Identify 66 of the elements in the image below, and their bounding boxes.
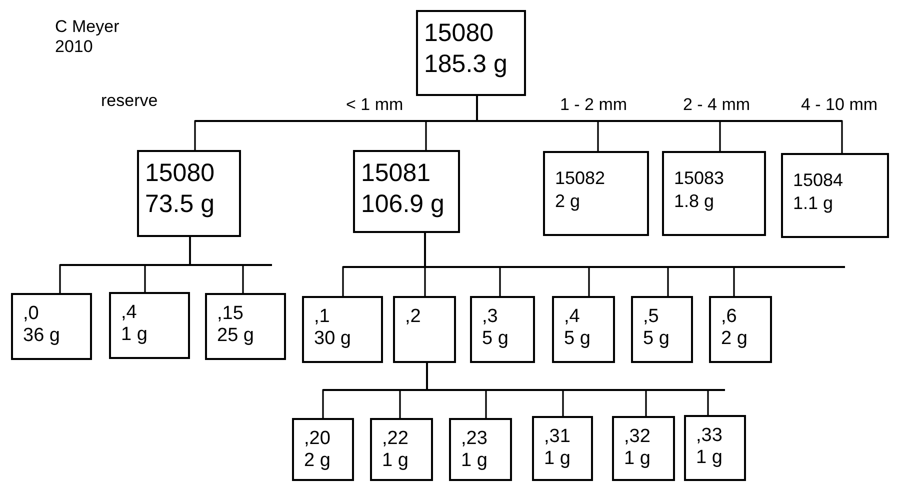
sample-number: ,0 (23, 303, 39, 325)
sample-box (353, 150, 460, 233)
sample-box (470, 296, 535, 363)
sample-number: ,31 (544, 426, 570, 448)
sample-mass: 5 g (482, 328, 508, 350)
sample-box (543, 151, 649, 236)
sample-number: 15084 (793, 169, 844, 192)
sample-number: 15080 (145, 158, 215, 189)
sample-box (612, 416, 675, 481)
author-note: C Meyer 2010 (55, 17, 120, 57)
sample-box (393, 296, 456, 363)
sample-mass: 1 g (382, 450, 408, 472)
sample-mass: 2 g (555, 190, 580, 213)
connector-line (424, 233, 735, 296)
sample-box (416, 10, 526, 96)
sample-box (205, 293, 286, 360)
sample-mass: 36 g (23, 325, 60, 347)
sample-number: 15081 (361, 158, 431, 189)
sample-number: ,32 (624, 426, 650, 448)
sample-mass: 25 g (217, 325, 254, 347)
sample-box (11, 293, 92, 360)
sample-mass: 1.1 g (793, 192, 834, 215)
sample-number: ,33 (696, 425, 722, 447)
sample-number: ,4 (564, 306, 580, 328)
sample-mass: 1 g (121, 324, 148, 346)
sample-mass: 30 g (314, 328, 351, 350)
sample-box (292, 418, 354, 481)
sample-mass: 1 g (461, 450, 488, 472)
sample-box (709, 296, 772, 363)
sample-mass: 2 g (304, 450, 330, 472)
sample-box (552, 296, 615, 363)
sample-number: ,22 (382, 428, 408, 450)
sample-number: ,2 (405, 306, 421, 328)
sample-box (302, 296, 383, 363)
sample-mass: 1 g (624, 448, 650, 470)
sample-box (137, 150, 241, 237)
sample-mass: 2 g (721, 328, 748, 350)
sample-box (109, 292, 190, 359)
sample-number: 15083 (674, 167, 724, 190)
sample-mass: 5 g (643, 328, 670, 350)
sample-number: 15082 (555, 167, 606, 190)
sample-box (781, 153, 889, 238)
sample-mass: 5 g (564, 328, 590, 350)
sample-box (532, 416, 593, 481)
sample-number: ,3 (482, 306, 498, 328)
sample-mass: 73.5 g (145, 189, 215, 220)
sample-mass: 185.3 g (424, 49, 508, 80)
sample-box (662, 151, 766, 236)
sample-mass: 1.8 g (674, 190, 714, 213)
sample-number: ,15 (217, 303, 244, 325)
sample-number: 15080 (424, 18, 494, 49)
sample-mass: 1 g (544, 448, 570, 470)
sample-mass: 1 g (696, 447, 722, 469)
sample-number: ,1 (314, 306, 330, 328)
connector-line (426, 363, 709, 415)
sample-box (370, 418, 433, 481)
sample-number: ,6 (721, 306, 737, 328)
sample-number: ,5 (643, 306, 659, 328)
sample-box (449, 418, 512, 481)
connector-line (189, 237, 244, 293)
sample-number: ,23 (461, 428, 488, 450)
sample-number: ,20 (304, 428, 330, 450)
sample-box (684, 415, 746, 481)
sample-number: ,4 (121, 302, 137, 324)
sample-box (631, 296, 693, 363)
sample-mass: 106.9 g (361, 189, 444, 220)
